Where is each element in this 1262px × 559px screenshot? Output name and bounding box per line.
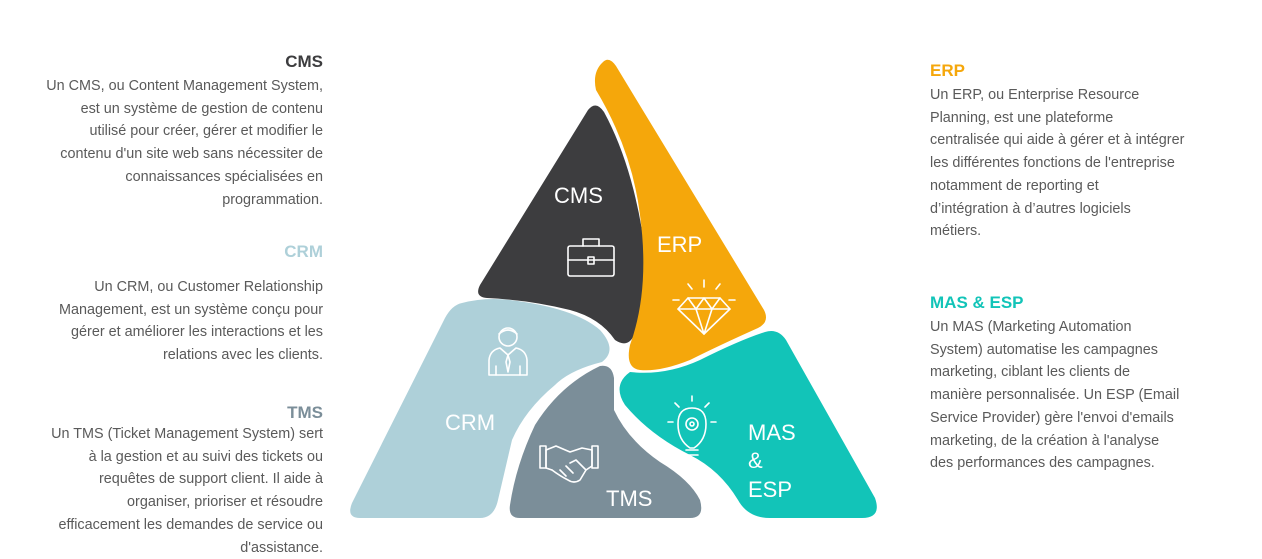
erp-segment	[594, 59, 766, 371]
lightbulb-gear-icon	[667, 395, 717, 461]
crm-heading: CRM	[284, 242, 323, 261]
diamond-icon	[672, 279, 736, 335]
cms-description-block: CMS Un CMS, ou Content Management System…	[3, 52, 323, 211]
erp-description: Un ERP, ou Enterprise Resource Planning,…	[930, 87, 1185, 240]
businessman-icon	[488, 327, 528, 376]
mas-segment-label-line3: ESP	[748, 477, 792, 502]
crm-segment	[350, 299, 610, 518]
cms-segment	[478, 105, 645, 344]
cms-description: Un CMS, ou Content Management System, es…	[46, 78, 323, 208]
crm-description-block: CRM Un CRM, ou Customer Relationship Man…	[3, 242, 323, 367]
erp-heading: ERP	[930, 61, 965, 80]
tms-heading: TMS	[287, 403, 323, 422]
handshake-icon	[539, 445, 599, 483]
mas-segment-label-line2: &	[748, 448, 763, 473]
tms-segment	[509, 365, 702, 518]
erp-description-block: ERP Un ERP, ou Enterprise Resource Plann…	[930, 61, 1250, 243]
crm-description: Un CRM, ou Customer Relationship Managem…	[59, 279, 323, 364]
cms-segment-label: CMS	[554, 183, 603, 208]
mas-segment-label-line1: MAS	[748, 420, 796, 445]
crm-segment-label: CRM	[445, 410, 495, 435]
briefcase-icon	[567, 238, 615, 277]
tms-description: Un TMS (Ticket Management System) sert à…	[51, 426, 323, 556]
cms-heading: CMS	[285, 52, 323, 71]
mas-description: Un MAS (Marketing Automation System) aut…	[930, 319, 1180, 472]
erp-segment-label: ERP	[657, 232, 702, 257]
mas-segment	[619, 331, 877, 518]
mas-description-block: MAS & ESP Un MAS (Marketing Automation S…	[930, 293, 1250, 475]
tms-segment-label: TMS	[606, 486, 652, 511]
mas-heading: MAS & ESP	[930, 293, 1024, 312]
tms-description-block: TMS Un TMS (Ticket Management System) se…	[3, 403, 323, 559]
